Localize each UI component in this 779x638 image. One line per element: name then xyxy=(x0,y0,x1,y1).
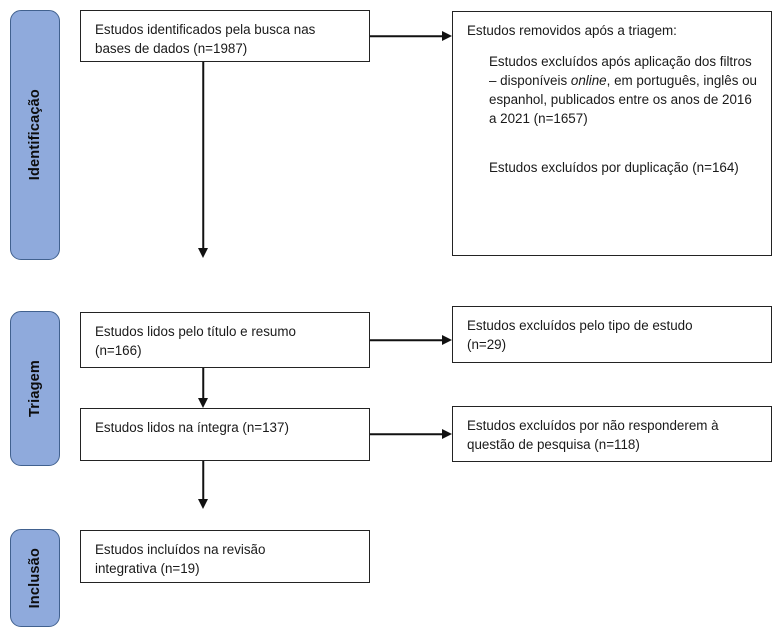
box-title-abstract-line2: (n=166) xyxy=(95,343,142,359)
box-studies-identified: Estudos identificados pela busca nas bas… xyxy=(80,10,370,62)
arrow-full-text-to-included xyxy=(197,461,209,509)
arrow-shaft xyxy=(370,35,444,37)
box-studies-removed-after-screening: Estudos removidos após a triagem: Estudo… xyxy=(452,11,772,256)
arrow-head xyxy=(198,398,208,408)
arrow-identified-to-removed xyxy=(370,30,452,42)
box-studies-title-abstract: Estudos lidos pelo título e resumo (n=16… xyxy=(80,312,370,368)
arrow-title-abstract-to-full-text xyxy=(197,368,209,408)
arrow-full-text-to-excluded-question xyxy=(370,428,452,440)
arrow-shaft xyxy=(202,62,204,250)
removed-filters-part1: Estudos excluídos após aplicação dos fil… xyxy=(489,54,752,89)
arrow-shaft xyxy=(202,461,204,501)
arrow-title-abstract-to-excluded-type xyxy=(370,334,452,346)
arrow-shaft xyxy=(370,339,444,341)
removed-duplicates-text: Estudos excluídos por duplicação (n=164) xyxy=(489,160,739,176)
arrow-head xyxy=(442,335,452,345)
arrow-head xyxy=(198,499,208,509)
stage-triagem: Triagem xyxy=(10,311,60,466)
box-studies-full-text: Estudos lidos na íntegra (n=137) xyxy=(80,408,370,461)
arrow-head xyxy=(442,429,452,439)
arrow-shaft xyxy=(202,368,204,400)
removed-filters-part2: , em português, inglês ou espanhol, publ… xyxy=(489,73,758,127)
box-excluded-study-type-line1: Estudos excluídos pelo tipo de estudo xyxy=(467,318,693,333)
box-studies-identified-line1: Estudos identificados pela busca nas xyxy=(95,22,316,37)
removed-filters-text: Estudos excluídos após aplicação dos fil… xyxy=(489,52,759,128)
stage-inclusao: Inclusão xyxy=(10,529,60,627)
box-excluded-study-type: Estudos excluídos pelo tipo de estudo (n… xyxy=(452,306,772,363)
stage-identificacao-label: Identificação xyxy=(26,89,43,181)
arrow-head xyxy=(442,31,452,41)
box-included-line1: Estudos incluídos na revisão xyxy=(95,542,266,557)
removed-heading: Estudos removidos após a triagem: xyxy=(467,23,677,38)
removed-filters-italic: online xyxy=(570,73,607,89)
arrow-identified-to-title-abstract xyxy=(197,62,209,258)
stage-identificacao: Identificação xyxy=(10,10,60,260)
box-included-line2: integrativa (n=19) xyxy=(95,561,200,577)
removed-spacer xyxy=(467,128,759,158)
box-excluded-study-type-line2: (n=29) xyxy=(467,337,507,353)
box-excluded-research-question: Estudos excluídos por não responderem à … xyxy=(452,406,772,462)
box-studies-included: Estudos incluídos na revisão integrativa… xyxy=(80,530,370,583)
arrow-shaft xyxy=(370,433,444,435)
stage-triagem-label: Triagem xyxy=(26,359,43,417)
arrow-head xyxy=(198,248,208,258)
box-title-abstract-line1: Estudos lidos pelo título e resumo xyxy=(95,324,296,339)
box-full-text-line1: Estudos lidos na íntegra (n=137) xyxy=(95,420,289,435)
box-excluded-question-line2: questão de pesquisa (n=118) xyxy=(467,437,640,453)
stage-inclusao-label: Inclusão xyxy=(26,547,43,609)
box-excluded-question-line1: Estudos excluídos por não responderem à xyxy=(467,418,719,433)
box-studies-identified-line2: bases de dados (n=1987) xyxy=(95,41,248,57)
